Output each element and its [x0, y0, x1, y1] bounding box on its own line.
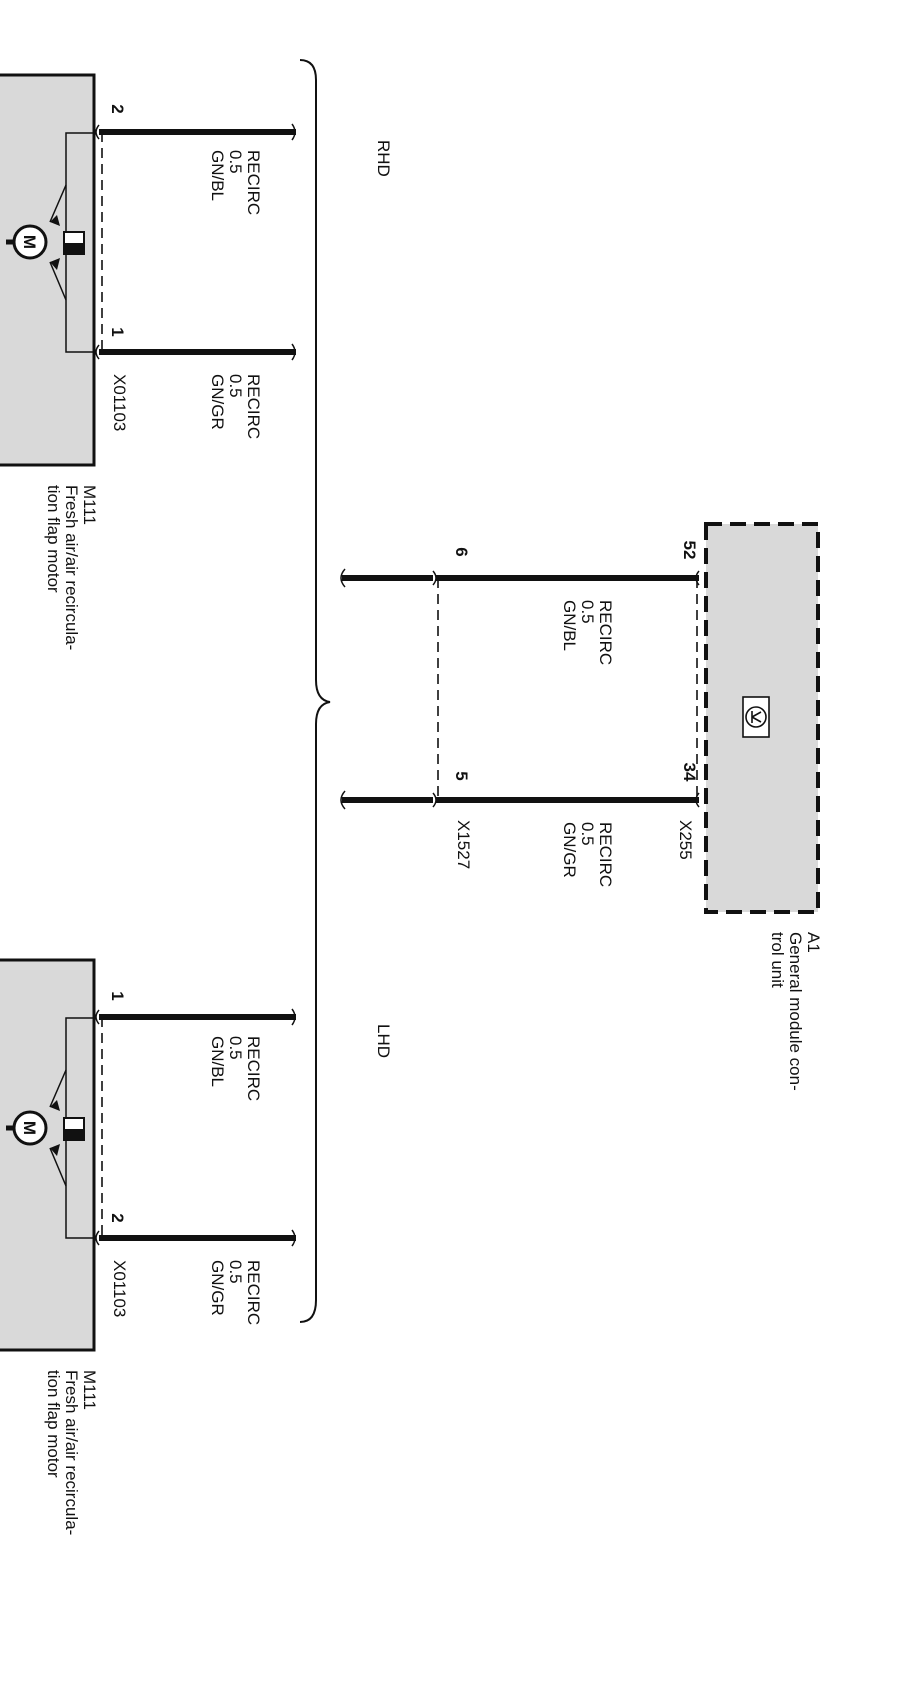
motor-top-component: M 2 1 X01103 RECIRC 0.5 GN/BL RECIRC: [0, 73, 296, 650]
svg-text:M111: M111: [80, 485, 99, 525]
svg-text:GN/BL: GN/BL: [208, 150, 227, 201]
motor-bottom-pin-a: 1: [108, 991, 127, 1000]
svg-text:RECIRC: RECIRC: [596, 600, 615, 665]
motor-top-box: [0, 73, 96, 467]
svg-text:RECIRC: RECIRC: [244, 374, 263, 439]
svg-text:tion flap motor: tion flap motor: [44, 1370, 63, 1478]
motor-top-icon: M: [6, 184, 85, 301]
module-symbol-icon: [742, 696, 770, 738]
motor-top-title: M111 Fresh air/air recircula- tion flap …: [44, 485, 99, 650]
motor-bottom-wire-b-label: RECIRC 0.5 GN/GR: [208, 1260, 263, 1325]
svg-text:GN/GR: GN/GR: [208, 374, 227, 430]
svg-text:M111: M111: [80, 1370, 99, 1410]
svg-text:M: M: [20, 235, 39, 249]
svg-text:RECIRC: RECIRC: [244, 1260, 263, 1325]
motor-top-wire-a-label: RECIRC 0.5 GN/BL: [208, 150, 263, 215]
motor-bottom-pin-b: 2: [108, 1213, 127, 1222]
x1527-connector: 6 5 X1527: [340, 547, 473, 869]
gm-pin-b: 34: [680, 763, 699, 782]
motor-bottom-box: [0, 958, 96, 1352]
svg-text:RECIRC: RECIRC: [596, 822, 615, 887]
gm-pin-a: 52: [680, 541, 699, 560]
gm-control-unit: 52 34 X255 A1 General module con- trol u…: [676, 522, 823, 1091]
variant-brace: [299, 59, 331, 1323]
mid-wire-b-label: RECIRC 0.5 GN/GR: [560, 822, 615, 887]
svg-text:0.5: 0.5: [226, 374, 245, 398]
region-rhd-label: RHD: [374, 140, 393, 177]
svg-text:0.5: 0.5: [578, 822, 597, 846]
svg-text:0.5: 0.5: [578, 600, 597, 624]
svg-text:GN/GR: GN/GR: [560, 822, 579, 878]
svg-text:RECIRC: RECIRC: [244, 150, 263, 215]
svg-text:tion flap motor: tion flap motor: [44, 485, 63, 593]
motor-bottom-wire-a-label: RECIRC 0.5 GN/BL: [208, 1036, 263, 1101]
region-lhd-label: LHD: [374, 1024, 393, 1058]
motor-bottom-connector: X01103: [110, 1260, 129, 1317]
x1527-pin-a: 6: [452, 547, 471, 556]
svg-text:General module con-: General module con-: [786, 932, 805, 1091]
motor-top-pin-b: 1: [108, 327, 127, 336]
svg-text:Fresh air/air recircula-: Fresh air/air recircula-: [62, 1370, 81, 1535]
svg-text:GN/GR: GN/GR: [208, 1260, 227, 1316]
svg-text:RECIRC: RECIRC: [244, 1036, 263, 1101]
x1527-pin-b: 5: [452, 771, 471, 780]
svg-text:trol unit: trol unit: [768, 932, 787, 988]
mid-wire-a-label: RECIRC 0.5 GN/BL: [560, 600, 615, 665]
motor-top-pin-a: 2: [108, 104, 127, 113]
svg-text:GN/BL: GN/BL: [208, 1036, 227, 1087]
motor-bottom-icon: M: [6, 1069, 85, 1187]
svg-text:Fresh air/air recircula-: Fresh air/air recircula-: [62, 485, 81, 650]
motor-top-wire-b-label: RECIRC 0.5 GN/GR: [208, 374, 263, 439]
motor-top-connector: X01103: [110, 374, 129, 431]
gm-title: A1 General module con- trol unit: [768, 932, 823, 1091]
svg-text:0.5: 0.5: [226, 150, 245, 174]
x1527-connector-label: X1527: [454, 820, 473, 869]
svg-text:0.5: 0.5: [226, 1036, 245, 1060]
svg-text:M: M: [20, 1121, 39, 1135]
svg-text:0.5: 0.5: [226, 1260, 245, 1284]
motor-bottom-title: M111 Fresh air/air recircula- tion flap …: [44, 1370, 99, 1535]
motor-bottom-component: M 1 2 X01103 RECIRC 0.5 GN/BL RECIRC 0.5…: [0, 958, 296, 1535]
gm-box: [704, 522, 820, 914]
svg-text:GN/BL: GN/BL: [560, 600, 579, 651]
svg-text:A1: A1: [804, 932, 823, 953]
gm-connector-label: X255: [676, 820, 695, 860]
